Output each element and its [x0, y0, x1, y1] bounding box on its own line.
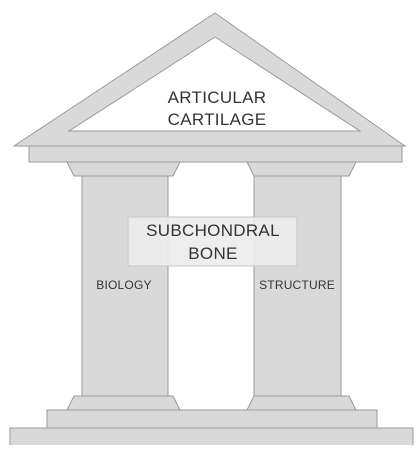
left-pillar-base	[67, 396, 180, 410]
right-pillar-base	[247, 396, 356, 410]
center-label-line2: BONE	[188, 244, 237, 263]
roof-label-line1: ARTICULAR	[168, 88, 267, 107]
base-step-lower	[10, 428, 413, 445]
right-pillar-label: STRUCTURE	[259, 278, 335, 292]
entablature	[29, 146, 402, 162]
roof-label-line2: CARTILAGE	[168, 110, 267, 129]
center-label-line1: SUBCHONDRAL	[146, 221, 280, 240]
right-pillar-capital	[247, 162, 356, 176]
base-step-upper	[47, 410, 377, 428]
left-pillar-capital	[67, 162, 180, 176]
left-pillar-label: BIOLOGY	[96, 278, 151, 292]
